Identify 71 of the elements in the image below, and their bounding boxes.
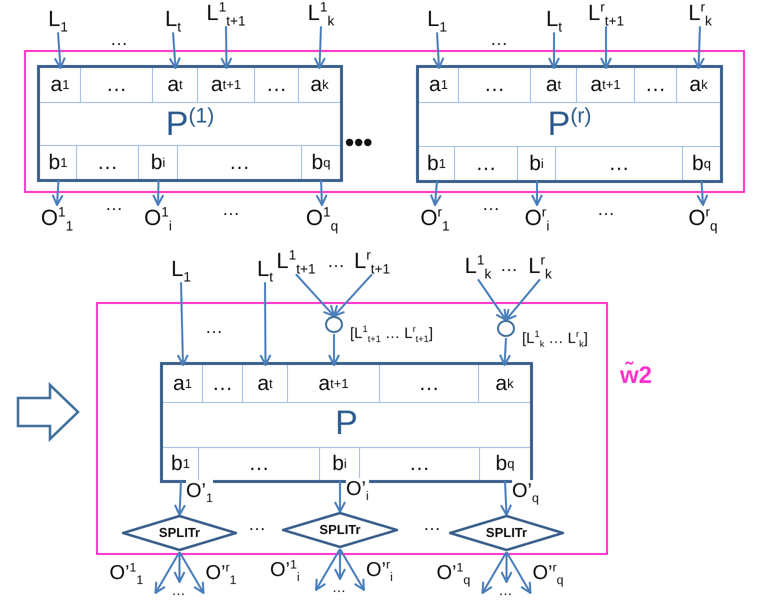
arrow: [220, 26, 232, 69]
arrow: [696, 180, 708, 206]
port-cell: …: [455, 146, 518, 180]
port-cell: …: [380, 365, 479, 403]
process-box: [160, 362, 533, 483]
arrow: [154, 552, 180, 594]
process-box: [37, 65, 343, 182]
merge-circle: [325, 316, 343, 333]
arrow: [314, 26, 326, 69]
arrow: [692, 26, 705, 69]
arrow: [54, 32, 66, 69]
arrow: [339, 548, 365, 591]
arrow: [477, 278, 507, 321]
variable-label: L$_{t}$: [546, 6, 562, 32]
group-frame: [24, 50, 745, 193]
arrow: [315, 548, 341, 591]
port-cell: …: [178, 145, 302, 179]
arrow: [600, 26, 612, 69]
port-cell: …: [635, 68, 677, 103]
split-label: SPLITr: [158, 525, 200, 540]
arrow: [333, 274, 373, 317]
arrow: [531, 181, 543, 206]
arrow: [334, 481, 346, 513]
merge-circle: [497, 320, 515, 337]
variable-label: L$_{1}$: [427, 6, 447, 32]
split-diamond: [122, 515, 237, 551]
arrow: [52, 180, 64, 206]
port-cell: …: [199, 447, 320, 480]
split-diamond: [449, 515, 564, 551]
arrow: [174, 480, 186, 516]
arrow: [328, 334, 340, 366]
variable-label: L$_{1}$: [48, 6, 68, 32]
arrow: [430, 180, 442, 206]
arrow: [316, 180, 328, 206]
edge-label: [L$^{1}$$_{k}$ … L$^{r}$$_{k}$]: [522, 331, 588, 348]
arrow: [295, 274, 335, 317]
variable-label: L$_{t}$: [256, 256, 274, 282]
arrow: [548, 32, 560, 69]
port-cell: …: [203, 365, 243, 403]
process-label: P$^{(r)}$: [548, 105, 592, 144]
arrow: [259, 282, 272, 366]
arrow: [500, 552, 512, 583]
frame-label: w̃2: [620, 362, 652, 390]
port-cell: …: [255, 68, 299, 103]
arrow: [500, 480, 512, 516]
arrow: [505, 278, 541, 321]
port-cell: …: [77, 145, 139, 179]
edge-label: O’$_{i}$: [346, 478, 369, 500]
arrow: [506, 552, 532, 594]
arrow: [334, 549, 346, 580]
process-box: [416, 65, 723, 183]
variable-label: L$_{1}$: [171, 256, 191, 282]
split-label: SPLITr: [319, 522, 361, 537]
edge-label: [L$^{1}$$_{t+1}$ … L$^{r}$$_{t+1}$]: [350, 326, 434, 342]
port-cell: …: [556, 146, 683, 180]
process-label: P: [335, 404, 358, 442]
arrow: [176, 282, 189, 366]
arrow: [432, 32, 444, 69]
edge-label: O’$_{1}$: [186, 480, 213, 502]
arrow: [482, 552, 508, 594]
arrow: [499, 338, 512, 366]
variable-label: L$_{t}$: [164, 6, 182, 32]
arrow: [152, 180, 164, 206]
arrow: [174, 552, 186, 583]
process-label: P$^{(1)}$: [166, 104, 214, 144]
arrow: [178, 552, 204, 594]
arrow: [168, 32, 181, 69]
port-cell: …: [81, 68, 153, 103]
port-cell: …: [459, 68, 531, 103]
split-label: SPLITr: [486, 525, 528, 540]
split-diamond: [282, 512, 398, 548]
